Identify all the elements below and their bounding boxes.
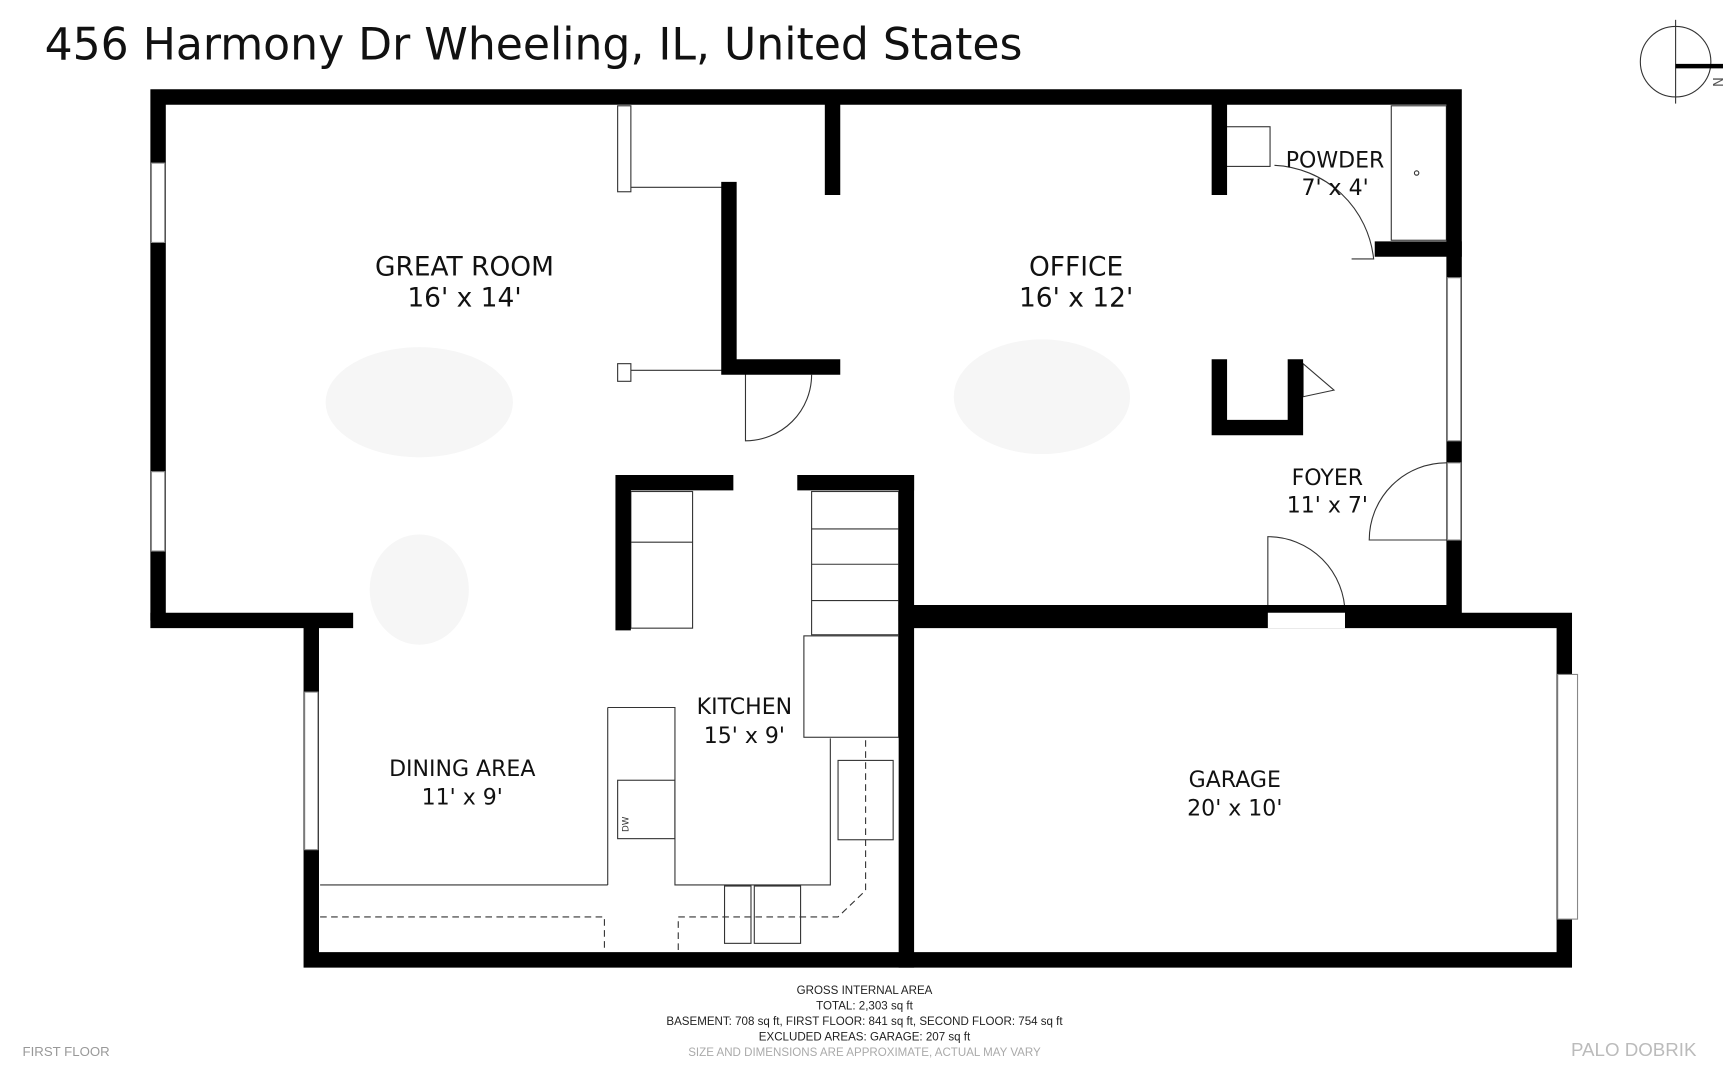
page-title: 456 Harmony Dr Wheeling, IL, United Stat… — [45, 20, 1023, 71]
svg-text:N: N — [1709, 77, 1724, 87]
room-labels: GREAT ROOM 16' x 14' OFFICE 16' x 12' PO… — [375, 149, 1384, 822]
room-name-kitchen: KITCHEN — [697, 695, 792, 720]
furniture: DW — [320, 105, 1447, 950]
room-name-dining-area: DINING AREA — [389, 757, 535, 782]
room-name-office: OFFICE — [1029, 252, 1123, 283]
room-name-garage: GARAGE — [1189, 768, 1281, 793]
room-size-kitchen: 15' x 9' — [704, 724, 785, 749]
room-size-office: 16' x 12' — [1019, 282, 1133, 313]
walls — [150, 89, 1579, 968]
room-size-dining-area: 11' x 9' — [422, 785, 503, 810]
area-heading: GROSS INTERNAL AREA — [797, 985, 933, 997]
area-floors: BASEMENT: 708 sq ft, FIRST FLOOR: 841 sq… — [666, 1016, 1063, 1028]
room-size-powder: 7' x 4' — [1301, 176, 1368, 201]
floor-label: FIRST FLOOR — [23, 1044, 110, 1059]
area-disclaimer: SIZE AND DIMENSIONS ARE APPROXIMATE, ACT… — [688, 1047, 1041, 1059]
room-name-great-room: GREAT ROOM — [375, 252, 554, 283]
room-name-powder: POWDER — [1286, 149, 1385, 174]
logo: PALO DOBRIK — [1571, 1039, 1697, 1060]
area-excluded: EXCLUDED AREAS: GARAGE: 207 sq ft — [759, 1031, 971, 1043]
area-total: TOTAL: 2,303 sq ft — [816, 1000, 913, 1012]
room-size-great-room: 16' x 14' — [407, 282, 521, 313]
compass-icon: N — [1639, 19, 1724, 104]
room-size-foyer: 11' x 7' — [1287, 493, 1368, 518]
room-size-garage: 20' x 10' — [1187, 797, 1282, 822]
room-name-foyer: FOYER — [1292, 466, 1364, 491]
dishwasher-label: DW — [622, 816, 632, 832]
area-summary: GROSS INTERNAL AREA TOTAL: 2,303 sq ft B… — [666, 985, 1063, 1059]
